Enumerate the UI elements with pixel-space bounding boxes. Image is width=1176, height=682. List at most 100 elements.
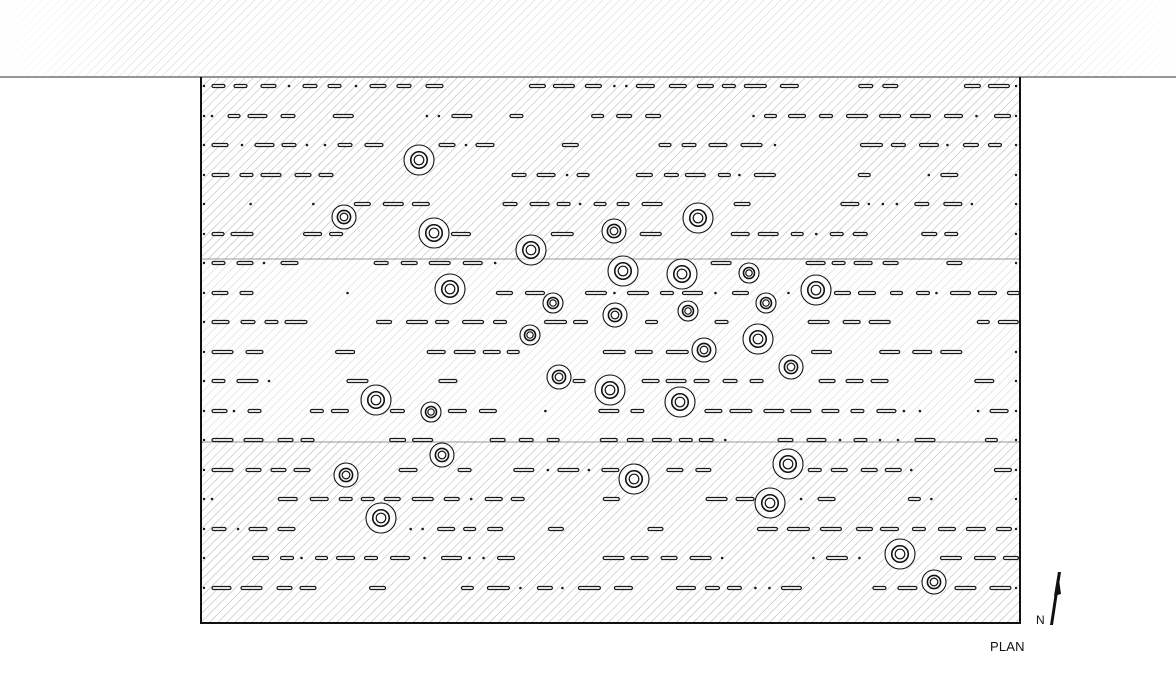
paving-dash	[708, 142, 728, 148]
paving-dash	[830, 467, 848, 473]
paving-dash	[726, 585, 743, 591]
paving-dash	[239, 290, 254, 296]
road-strip	[0, 0, 1176, 78]
paving-dash	[641, 378, 660, 384]
paving-dash	[695, 467, 712, 473]
paving-dash	[211, 526, 227, 532]
tree-pit-icon	[778, 354, 804, 380]
paving-dash	[868, 319, 891, 325]
paving-dash	[338, 496, 353, 502]
paving-dash	[805, 260, 826, 266]
tree-pit-icon	[772, 448, 804, 480]
paving-dash	[577, 585, 602, 591]
paving-dash	[613, 585, 634, 591]
paving-dash	[663, 172, 679, 178]
paving-dash	[264, 319, 279, 325]
paving-dash	[383, 496, 401, 502]
paving-dot	[714, 291, 717, 295]
paving-dash	[363, 555, 379, 561]
paving-dash	[840, 201, 860, 207]
paving-dot	[812, 556, 815, 560]
paving-dash	[211, 260, 226, 266]
paving-dot	[970, 202, 974, 206]
paving-dash	[411, 201, 430, 207]
paving-dot	[754, 586, 757, 590]
paving-dash	[475, 142, 495, 148]
paving-dash	[243, 437, 264, 443]
tree-pit-icon	[515, 234, 547, 266]
paving-dash	[915, 290, 931, 296]
paving-dash	[974, 378, 995, 384]
paving-dot	[240, 143, 244, 147]
paving-dot	[902, 409, 906, 413]
paving-dash	[858, 83, 874, 89]
edge-dot	[202, 468, 206, 472]
paving-dash	[1006, 290, 1021, 296]
paving-dash	[572, 378, 586, 384]
paving-dot	[544, 409, 547, 413]
paving-dot	[935, 291, 938, 295]
paving-dash	[280, 113, 296, 119]
paving-dash	[872, 585, 887, 591]
paving-dash	[509, 113, 524, 119]
paving-dash	[211, 378, 226, 384]
edge-dot	[1014, 84, 1018, 88]
paving-dash	[388, 437, 407, 443]
paving-dash	[513, 467, 535, 473]
paving-dash	[556, 201, 571, 207]
paving-dash	[584, 83, 602, 89]
paving-dot	[578, 202, 582, 206]
paving-dash	[779, 83, 799, 89]
paving-dash	[211, 349, 234, 355]
paving-dot	[930, 497, 933, 501]
paving-dash	[300, 437, 315, 443]
paving-dash-rows	[202, 83, 1021, 591]
paving-dot	[975, 114, 978, 118]
paving-dash	[962, 142, 980, 148]
paving-dash	[552, 83, 575, 89]
paving-dash	[911, 526, 927, 532]
paving-dash	[721, 83, 736, 89]
paving-dash	[634, 349, 653, 355]
paving-dash	[375, 319, 393, 325]
paving-dash	[602, 349, 626, 355]
paving-dash	[681, 290, 704, 296]
paving-dash	[334, 349, 356, 355]
paving-dash	[461, 319, 485, 325]
paving-dot	[565, 173, 569, 177]
paving-dash	[731, 290, 750, 296]
paving-dash	[462, 260, 483, 266]
paving-dash	[486, 585, 511, 591]
paving-dash	[855, 526, 874, 532]
paving-dash	[211, 467, 234, 473]
paving-dash	[546, 437, 560, 443]
paving-dash	[511, 172, 527, 178]
tree-pit-icon	[921, 569, 947, 595]
paving-dash	[717, 172, 731, 178]
paving-dash	[236, 378, 259, 384]
tree-pit-icon	[677, 300, 699, 322]
paving-dash	[819, 526, 843, 532]
edge-dot	[202, 173, 206, 177]
paving-dash	[987, 142, 1003, 148]
paving-dot	[346, 291, 349, 295]
paving-dash	[984, 437, 998, 443]
paving-dash	[247, 408, 262, 414]
paving-dot	[425, 114, 429, 118]
paving-dash	[443, 496, 460, 502]
tree-pit-icon	[333, 462, 359, 488]
paving-dash	[914, 201, 930, 207]
paving-dash	[211, 172, 230, 178]
paving-dash	[630, 555, 649, 561]
paving-dash	[484, 496, 503, 502]
paving-dash	[993, 467, 1013, 473]
paving-dash	[684, 172, 706, 178]
paving-dash	[576, 172, 590, 178]
paving-dash	[897, 585, 918, 591]
paving-dot	[814, 232, 818, 236]
paving-dot	[210, 497, 214, 501]
paving-dash	[330, 408, 349, 414]
paving-dash	[976, 319, 990, 325]
paving-dot	[838, 438, 842, 442]
